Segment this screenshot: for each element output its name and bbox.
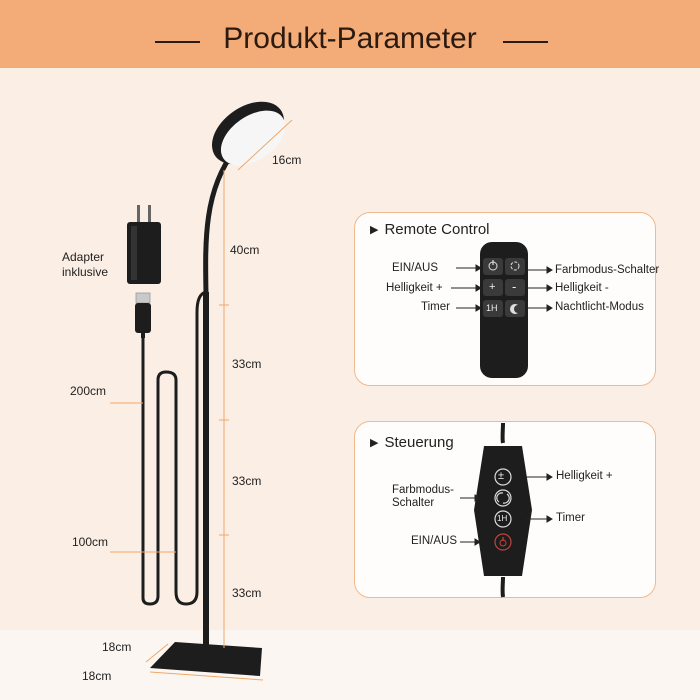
banner-rule-right xyxy=(503,41,548,43)
remote-timer-label: Timer xyxy=(421,301,450,313)
remote-on-off-label: EIN/AUS xyxy=(392,262,439,274)
switch-color-mode-label: Farbmodus-Schalter xyxy=(392,484,454,509)
switch-brightness-label: Helligkeit + xyxy=(556,470,613,482)
switch-on-off-label: EIN/AUS xyxy=(411,535,458,547)
switch-key-timer: 1H xyxy=(497,514,508,523)
base-width-label: 18cm xyxy=(82,669,112,683)
pole-middle-label: 33cm xyxy=(232,474,262,488)
cable-total-label: 200cm xyxy=(70,384,107,398)
pole-bottom-label: 33cm xyxy=(232,586,262,600)
remote-key-timer: 1H xyxy=(486,303,498,313)
triangle-bullet-icon: ▶ xyxy=(370,437,379,449)
page-title: Produkt-Parameter xyxy=(223,22,477,55)
adapter-icon xyxy=(127,205,161,284)
remote-control-title: ▶Remote Control xyxy=(370,221,490,238)
pole-top-label: 33cm xyxy=(232,357,262,371)
floor-band xyxy=(0,630,700,700)
triangle-bullet-icon: ▶ xyxy=(370,224,379,236)
lamp-head xyxy=(211,101,286,166)
cable-switch-label: 100cm xyxy=(72,535,109,549)
adapter-label: Adapter inklusive xyxy=(62,250,109,279)
base-depth-label: 18cm xyxy=(102,640,132,654)
remote-brightness-up-label: Helligkeit + xyxy=(386,282,443,294)
usb-plug-icon xyxy=(135,292,151,338)
head-width-label: 16cm xyxy=(272,153,302,167)
remote-key-minus: - xyxy=(512,279,517,294)
remote-color-mode-label: Farbmodus-Schalter xyxy=(555,264,660,276)
switch-key-brightness: ± xyxy=(498,470,505,482)
dimension-lines xyxy=(110,119,293,681)
banner-rule-left xyxy=(155,41,200,43)
power-cable xyxy=(141,290,207,606)
remote-brightness-down-label: Helligkeit - xyxy=(555,282,609,294)
lamp-gooseneck xyxy=(203,148,237,295)
lamp-base xyxy=(150,642,262,676)
gooseneck-length-label: 40cm xyxy=(230,243,260,257)
remote-night-mode-label: Nachtlicht-Modus xyxy=(555,301,644,313)
header-banner xyxy=(0,0,700,68)
switch-timer-label: Timer xyxy=(556,512,585,524)
remote-key-plus: + xyxy=(489,281,496,293)
inline-switch-title: ▶Steuerung xyxy=(370,434,454,451)
